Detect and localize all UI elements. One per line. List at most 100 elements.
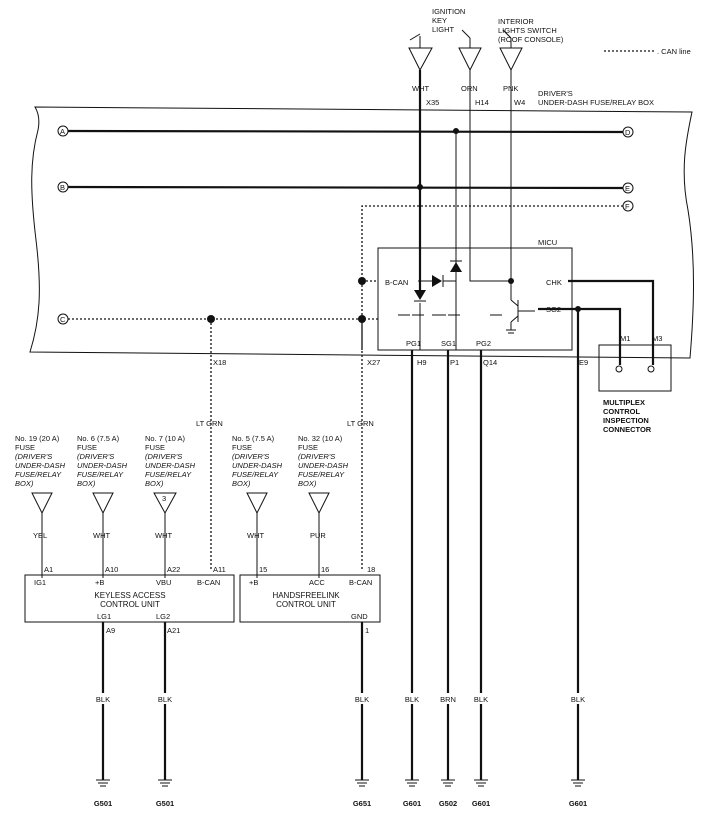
ground-point-label-4: G601 bbox=[403, 799, 421, 808]
pin-p1: P1 bbox=[450, 358, 459, 367]
handsfree-b: +B bbox=[249, 578, 258, 587]
bus-d-label: D bbox=[625, 128, 631, 137]
ground-point-label-7: G601 bbox=[569, 799, 587, 808]
pin-h14: H14 bbox=[475, 98, 489, 107]
bus-e-label: E bbox=[625, 184, 630, 193]
keyless-lg1: LG1 bbox=[97, 612, 111, 621]
fuse-19-terminal-icon bbox=[31, 492, 53, 515]
inspection-m1-label: M1 bbox=[620, 334, 630, 343]
keyless-b: +B bbox=[95, 578, 104, 587]
pin-18: 18 bbox=[367, 565, 375, 574]
ground-wire-color-4: BLK bbox=[405, 695, 419, 704]
can-line-legend: . CAN line bbox=[657, 47, 691, 56]
ltgrn-label-keyless: LT GRN bbox=[196, 419, 223, 428]
fuse-6-label: No. 6 (7.5 A)FUSE bbox=[77, 434, 120, 452]
ground-point-label-5: G502 bbox=[439, 799, 457, 808]
keyless-ig1: IG1 bbox=[34, 578, 46, 587]
fuse-32-terminal-icon bbox=[308, 492, 330, 515]
fuse-19-wire-color: YEL bbox=[33, 531, 47, 540]
fuse-6-terminal-icon bbox=[92, 492, 114, 515]
fuse-7-terminal-icon bbox=[153, 492, 177, 515]
ground-icon bbox=[96, 779, 110, 787]
pin-a11: A11 bbox=[213, 565, 226, 574]
handsfree-bcan: B-CAN bbox=[349, 578, 372, 587]
fuse-7-feed: 3 bbox=[153, 492, 177, 578]
micu-pg2-label: PG2 bbox=[476, 339, 491, 348]
inspection-m3-label: M3 bbox=[652, 334, 662, 343]
fuse-7-wire-color: WHT bbox=[155, 531, 172, 540]
micu-box bbox=[377, 247, 573, 351]
fuse-7-label: No. 7 (10 A)FUSE bbox=[145, 434, 186, 452]
micu-sg1-label: SG1 bbox=[441, 339, 456, 348]
pin-a21: A21 bbox=[167, 626, 180, 635]
ground-icon bbox=[405, 779, 419, 787]
ground-point-label-6: G601 bbox=[472, 799, 490, 808]
ground-icon bbox=[474, 779, 488, 787]
keyless-lg2: LG2 bbox=[156, 612, 170, 621]
wire-h14 bbox=[469, 70, 511, 282]
ground-point-label-2: G501 bbox=[156, 799, 174, 808]
ground-icon bbox=[355, 779, 369, 787]
top-orn-label: ORN bbox=[461, 84, 478, 93]
fuse-5-terminal-icon bbox=[246, 492, 268, 515]
pin-e9: E9 bbox=[579, 358, 588, 367]
pin-h9: H9 bbox=[417, 358, 427, 367]
ground-wire-color-3: BLK bbox=[355, 695, 369, 704]
pin-w4: W4 bbox=[514, 98, 525, 107]
pin-q14: Q14 bbox=[483, 358, 497, 367]
diode-bcan-icon bbox=[432, 275, 442, 287]
ground-point-label-3: G651 bbox=[353, 799, 371, 808]
fuse-32-feed bbox=[308, 492, 330, 578]
fuse-relay-box-outline bbox=[29, 106, 694, 359]
ignition-orn-terminal-icon bbox=[458, 47, 482, 72]
bus-f-label: F bbox=[625, 202, 630, 211]
fuse-5-label: No. 5 (7.5 A)FUSE bbox=[232, 434, 275, 452]
micu-bcan-label: B-CAN bbox=[385, 278, 408, 287]
ground-wire-color-7: BLK bbox=[571, 695, 585, 704]
bus-b-label: B bbox=[60, 183, 65, 192]
keyless-vbu: VBU bbox=[156, 578, 171, 587]
fuse-5-feed bbox=[246, 492, 268, 578]
fuse-7-terminal-number: 3 bbox=[162, 494, 166, 503]
ltgrn-label-handsfree: LT GRN bbox=[347, 419, 374, 428]
fuse-19-feed bbox=[31, 492, 53, 578]
pin-a9: A9 bbox=[106, 626, 115, 635]
pin-16: 16 bbox=[321, 565, 329, 574]
keyless-bcan: B-CAN bbox=[197, 578, 220, 587]
pin-1: 1 bbox=[365, 626, 369, 635]
fuse-6-feed bbox=[92, 492, 114, 578]
pin-x27: X27 bbox=[367, 358, 380, 367]
pin-a10: A10 bbox=[105, 565, 118, 574]
can-line-f bbox=[361, 205, 623, 350]
can-junction-micu bbox=[358, 277, 366, 285]
wire-chk-m3 bbox=[568, 279, 655, 365]
diode-pg1-icon bbox=[414, 290, 426, 300]
ground-wire-color-5: BRN bbox=[440, 695, 456, 704]
handsfree-gnd: GND bbox=[351, 612, 368, 621]
pin-a1: A1 bbox=[44, 565, 53, 574]
fuse-5-wire-color: WHT bbox=[247, 531, 264, 540]
handsfree-acc: ACC bbox=[309, 578, 325, 587]
ignition-wht-terminal-icon bbox=[408, 47, 433, 72]
micu-title: MICU bbox=[538, 238, 557, 247]
interior-pnk-terminal-icon bbox=[499, 47, 523, 72]
keyless-access-control-unit-box bbox=[24, 574, 235, 623]
wire-sg2-m1 bbox=[538, 307, 622, 365]
ground-wire-color-1: BLK bbox=[96, 695, 110, 704]
pin-x35: X35 bbox=[426, 98, 439, 107]
micu-pg1-label: PG1 bbox=[406, 339, 421, 348]
ground-icon bbox=[571, 779, 585, 787]
ground-icon bbox=[441, 779, 455, 787]
